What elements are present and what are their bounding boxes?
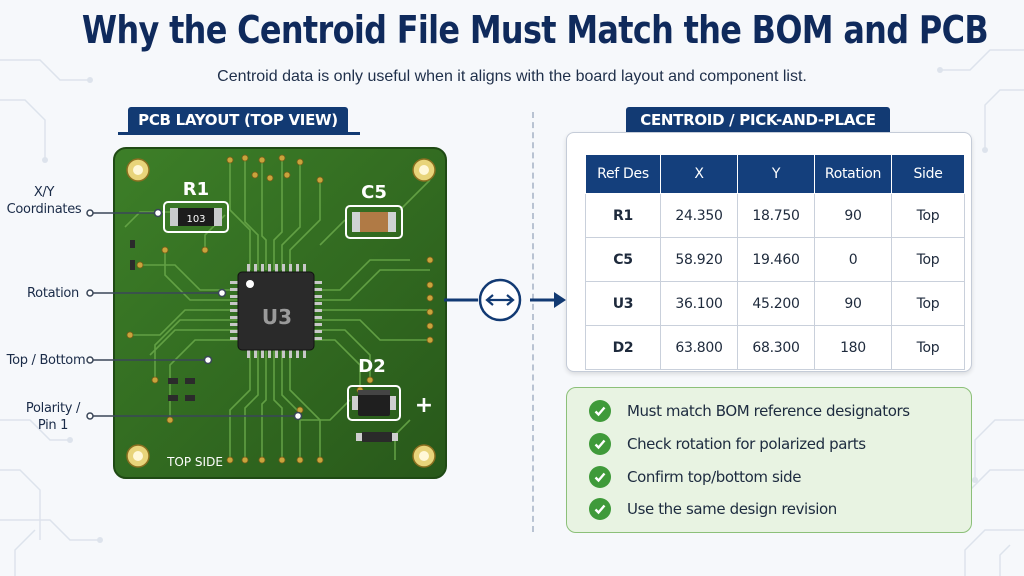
mounting-holes [126,158,436,468]
u3-chip: U3 [230,264,322,358]
cell-x: 63.800 [660,325,738,370]
table-row: C5 58.920 19.460 0 Top [585,237,965,282]
top-side-label: TOP SIDE [166,455,223,469]
callout-polarity-line2: Pin 1 [37,418,69,433]
cell-y: 68.300 [737,325,815,370]
check-circle-icon [589,466,611,488]
col-rotation: Rotation [814,154,892,194]
pin1-dot [246,280,254,288]
double-arrow-icon [478,278,522,322]
sync-connector [444,278,566,322]
cell-rotation: 90 [814,193,892,238]
u3-label: U3 [262,305,292,329]
callout-xy-line1: X/Y [33,185,55,200]
cell-y: 18.750 [737,193,815,238]
checklist-item: Must match BOM reference designators [589,399,910,423]
cell-x: 36.100 [660,281,738,326]
requirements-checklist: Must match BOM reference designators Che… [566,387,972,533]
table-row: U3 36.100 45.200 90 Top [585,281,965,326]
checklist-item: Use the same design revision [589,497,837,521]
cell-y: 45.200 [737,281,815,326]
cell-ref: R1 [585,193,661,238]
cell-rotation: 0 [814,237,892,282]
cell-rotation: 90 [814,281,892,326]
page-title: Why the Centroid File Must Match the BOM… [81,8,989,52]
table-row: D2 63.800 68.300 180 Top [585,325,965,370]
section-divider [532,112,534,532]
cell-rotation: 180 [814,325,892,370]
col-side: Side [891,154,965,194]
col-y: Y [737,154,815,194]
pcb-illustration: R1 103 C5 U3 D2 + TOP SID [86,147,447,479]
pcb-section-tab: PCB LAYOUT (TOP VIEW) [128,107,348,133]
cell-x: 58.920 [660,237,738,282]
cell-side: Top [891,193,965,238]
cell-y: 19.460 [737,237,815,282]
pcb-tab-underline [118,132,360,135]
cell-ref: D2 [585,325,661,370]
check-circle-icon [589,498,611,520]
callout-xy-coordinates: X/Y Coordinates [2,184,86,218]
callout-xy-line2: Coordinates [6,202,82,217]
centroid-table: Ref Des X Y Rotation Side R1 24.350 18.7… [585,154,965,370]
c5-label: C5 [361,182,387,203]
right-arrow-icon [530,292,566,308]
callout-rotation: Rotation [27,286,79,301]
r1-label: R1 [183,179,209,200]
callout-polarity: Polarity / Pin 1 [20,400,86,434]
checklist-item-text: Use the same design revision [627,500,837,518]
check-circle-icon [589,400,611,422]
checklist-item: Check rotation for polarized parts [589,432,866,456]
col-x: X [660,154,738,194]
checklist-item-text: Must match BOM reference designators [627,402,910,420]
d2-label: D2 [358,356,385,377]
cell-ref: U3 [585,281,661,326]
cell-side: Top [891,281,965,326]
cell-side: Top [891,325,965,370]
col-ref-des: Ref Des [585,154,661,194]
r1-marking: 103 [186,214,205,225]
centroid-section-tab: CENTROID / PICK-AND-PLACE FILE [626,107,890,155]
checklist-item-text: Confirm top/bottom side [627,468,802,486]
cell-ref: C5 [585,237,661,282]
check-circle-icon [589,433,611,455]
centroid-table-card: Ref Des X Y Rotation Side R1 24.350 18.7… [566,132,972,372]
cell-x: 24.350 [660,193,738,238]
checklist-item-text: Check rotation for polarized parts [627,435,866,453]
checklist-item: Confirm top/bottom side [589,465,801,489]
callout-polarity-line1: Polarity / [25,401,81,416]
page-subtitle: Centroid data is only useful when it ali… [217,68,807,85]
cell-side: Top [891,237,965,282]
table-row: R1 24.350 18.750 90 Top [585,193,965,238]
d2-plus: + [415,393,433,418]
table-header-row: Ref Des X Y Rotation Side [585,154,965,194]
callout-top-bottom: Top / Bottom [6,353,86,368]
